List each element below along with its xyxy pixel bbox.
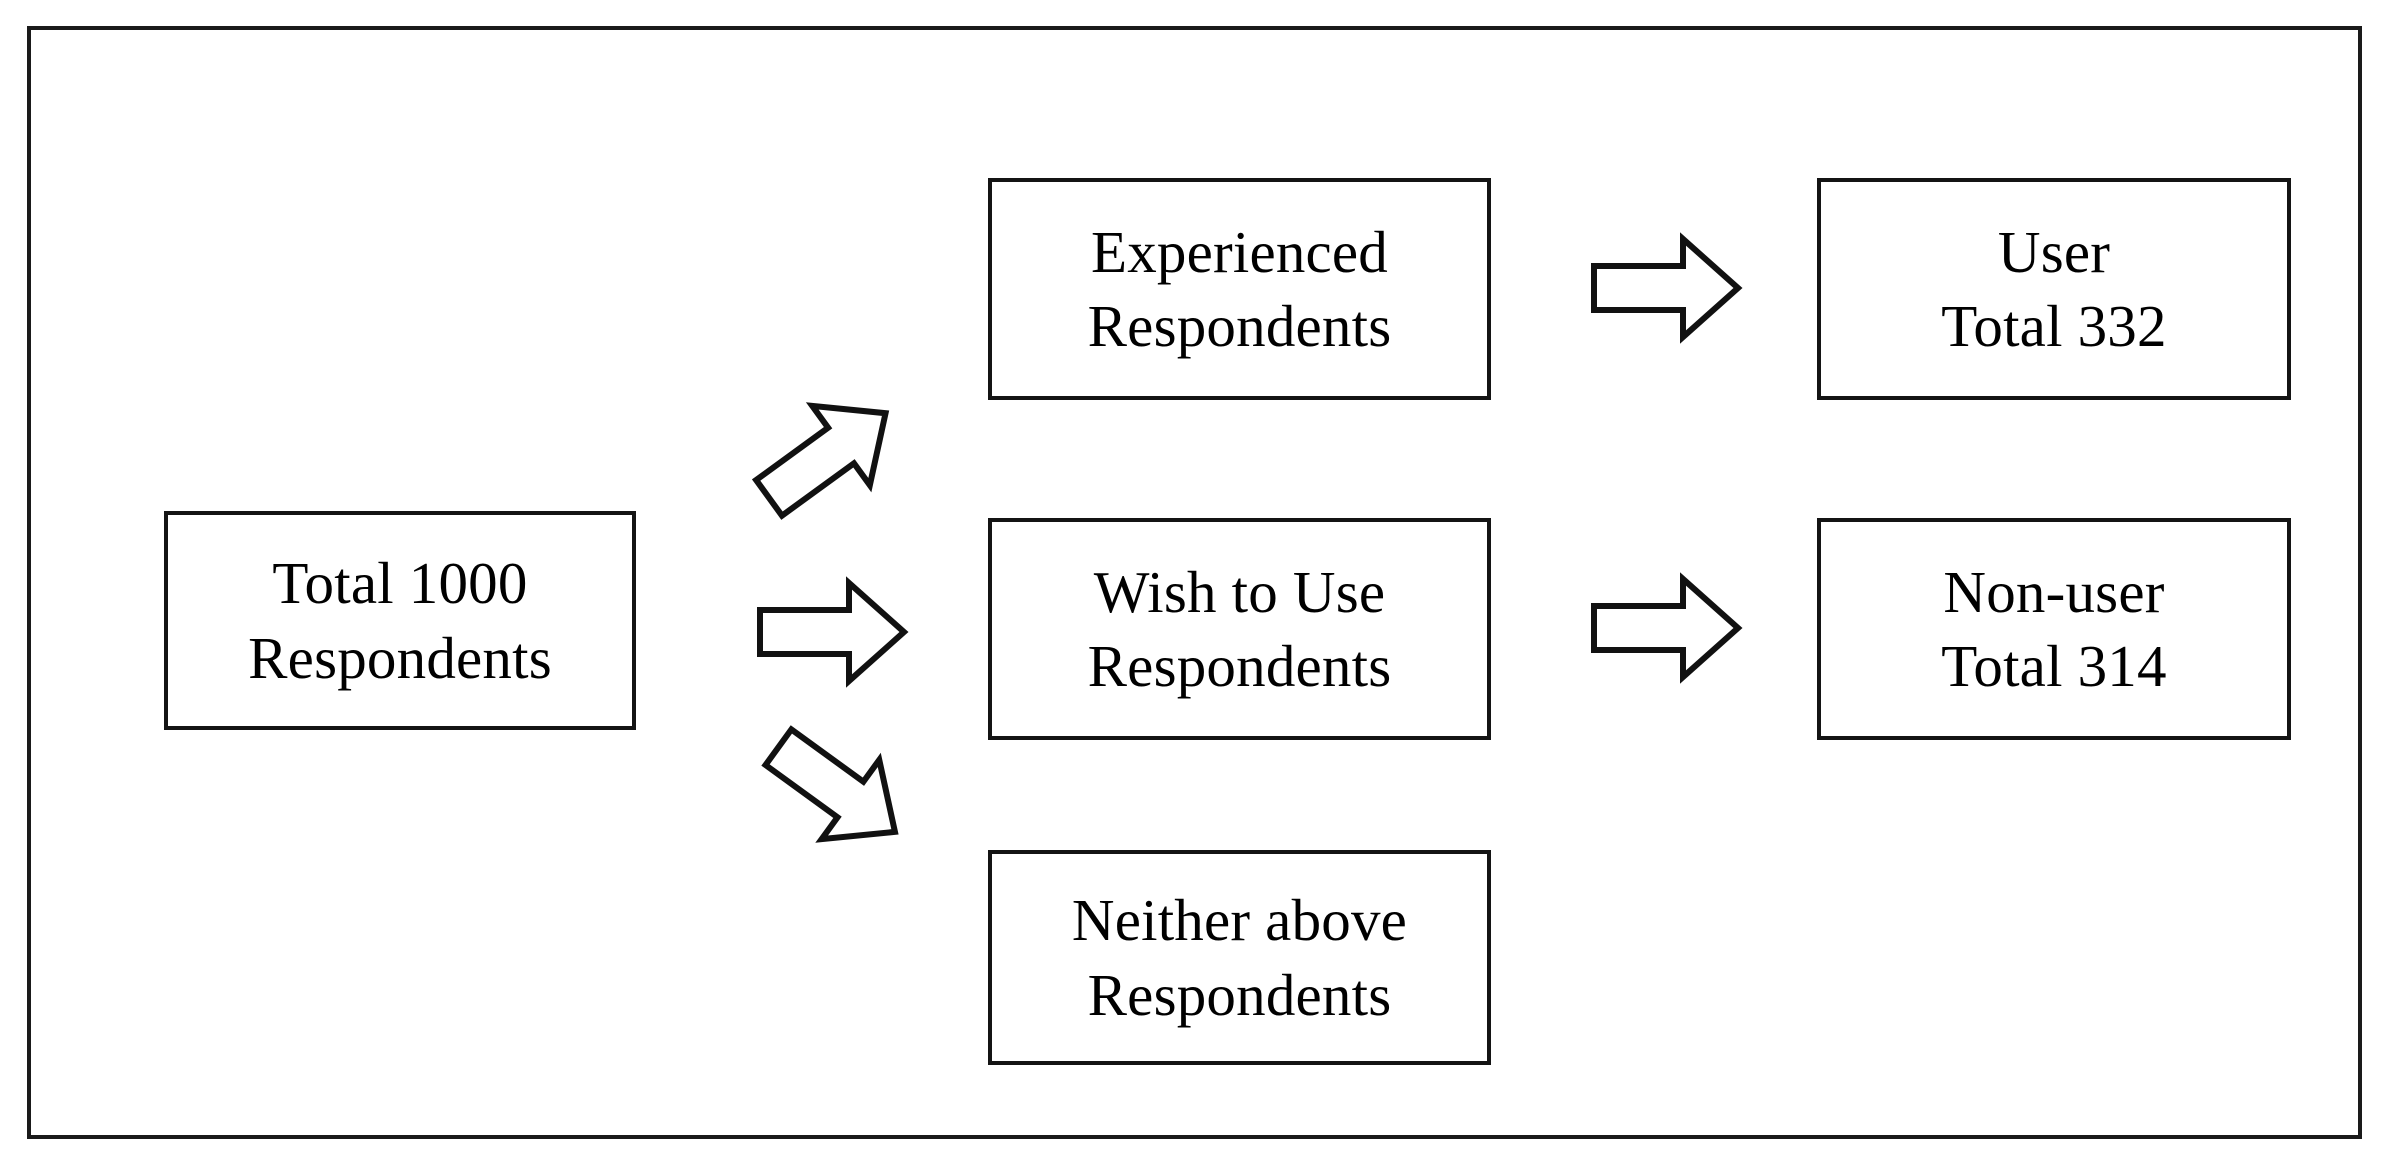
- node-wish-line1: Wish to Use: [1093, 558, 1386, 625]
- node-experienced-line2: Respondents: [1087, 293, 1392, 359]
- node-neither-above-respondents: Neither above Respondents: [988, 850, 1491, 1065]
- node-neither-line1: Neither above: [1071, 887, 1408, 954]
- node-total-respondents: Total 1000 Respondents: [164, 511, 636, 730]
- node-total-respondents-line1: Total 1000: [272, 550, 528, 617]
- block-arrow-down-right-icon: [736, 703, 928, 888]
- node-non-user-total: Non-user Total 314: [1817, 518, 2291, 740]
- node-user-line1: User: [1997, 218, 2111, 285]
- node-experienced-line1: Experienced: [1090, 218, 1389, 285]
- node-non-user-line2: Total 314: [1941, 633, 2167, 699]
- node-wish-line2: Respondents: [1087, 633, 1392, 699]
- figure-frame: Total 1000 Respondents Experienced Respo…: [27, 26, 2362, 1139]
- block-arrow-up-right-icon: [736, 369, 928, 554]
- node-non-user-line1: Non-user: [1943, 558, 2165, 625]
- block-arrow-right-icon: [1591, 232, 1743, 344]
- block-arrow-right-icon: [1591, 572, 1743, 684]
- block-arrow-right-icon: [757, 576, 909, 688]
- node-user-total: User Total 332: [1817, 178, 2291, 400]
- node-user-line2: Total 332: [1941, 293, 2167, 359]
- node-wish-to-use-respondents: Wish to Use Respondents: [988, 518, 1491, 740]
- node-experienced-respondents: Experienced Respondents: [988, 178, 1491, 400]
- node-total-respondents-line2: Respondents: [248, 624, 552, 691]
- node-neither-line2: Respondents: [1087, 961, 1392, 1028]
